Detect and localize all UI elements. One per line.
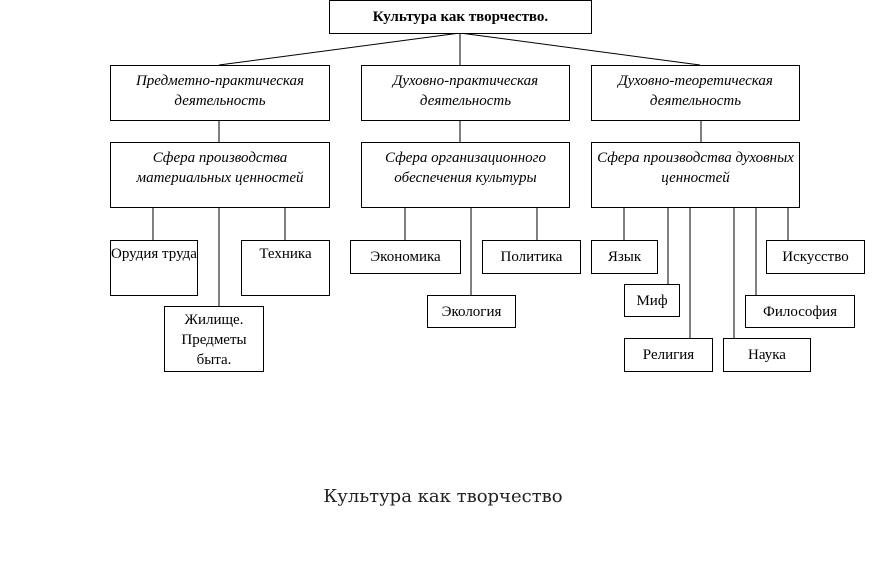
diagram-caption: Культура как творчество (323, 486, 563, 507)
item-node-tools: Орудия труда (110, 240, 198, 296)
item-node-religion: Религия (624, 338, 713, 372)
activity-node-material: Предметно-практическая деятельность (110, 65, 330, 121)
activity-node-spiritual-theoretical: Духовно-теоретическая деятельность (591, 65, 800, 121)
item-node-ecology: Экология (427, 295, 516, 328)
item-node-politics: Политика (482, 240, 581, 274)
item-node-economy: Экономика (350, 240, 461, 274)
item-node-technology: Техника (241, 240, 330, 296)
item-node-art: Искусство (766, 240, 865, 274)
item-node-myth: Миф (624, 284, 680, 317)
item-node-science: Наука (723, 338, 811, 372)
item-node-philosophy: Философия (745, 295, 855, 328)
sphere-node-organizational: Сфера организационного обеспечения культ… (361, 142, 570, 208)
activity-node-spiritual-practical: Духовно-практическая деятельность (361, 65, 570, 121)
item-node-dwelling: Жилище. Предметы быта. (164, 306, 264, 372)
root-node: Культура как творчество. (329, 0, 592, 34)
sphere-node-material-values: Сфера производства материальных ценносте… (110, 142, 330, 208)
sphere-node-spiritual-values: Сфера производства духовных ценностей (591, 142, 800, 208)
item-node-language: Язык (591, 240, 658, 274)
